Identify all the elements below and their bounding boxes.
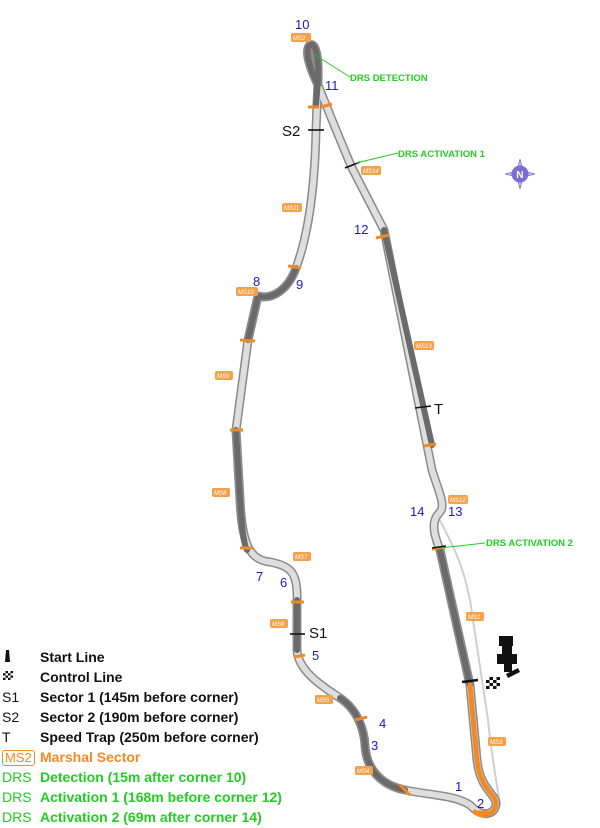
start-finish-highlight	[467, 682, 499, 818]
svg-text:MS10: MS10	[238, 290, 254, 296]
svg-text:MS13: MS13	[416, 344, 432, 350]
compass-rose-icon: N	[504, 158, 536, 190]
ms11-tag: MS11	[282, 203, 302, 212]
legend: Start Line Control Line S1 Sector 1 (145…	[0, 648, 340, 828]
sector1-mark: S1	[309, 625, 327, 642]
corner-4: 4	[379, 716, 386, 731]
legend-start-line: Start Line	[0, 648, 340, 668]
ms9-tag: MS9	[215, 371, 233, 380]
corner-12: 12	[354, 222, 368, 237]
corner-3: 3	[371, 738, 378, 753]
pit-building-icon	[497, 636, 520, 678]
chequered-flag-icon	[486, 677, 500, 689]
svg-text:MS12: MS12	[450, 498, 466, 504]
svg-text:MS8: MS8	[214, 491, 227, 497]
corner-8: 8	[253, 274, 260, 289]
marshal-sector-tags: MS1 MS2 MS3 MS4 MS5 MS6 MS7 MS8 MS9 MS10…	[212, 33, 506, 775]
drs-activation1-label: DRS ACTIVATION 1	[398, 149, 486, 160]
svg-text:MS11: MS11	[284, 206, 299, 212]
drs-activation2-label: DRS ACTIVATION 2	[486, 538, 573, 549]
ms14-tag: MS14	[361, 166, 381, 175]
corner-5: 5	[312, 648, 319, 663]
pit-lane	[439, 519, 501, 806]
legend-sector2: S2 Sector 2 (190m before corner)	[2, 709, 239, 725]
corner-7: 7	[256, 569, 263, 584]
corner-10: 10	[295, 17, 309, 32]
svg-text:MS4: MS4	[357, 769, 370, 775]
ms2-tag: MS2	[291, 33, 311, 42]
legend-drs-activation1: DRS Activation 1 (168m before corner 12)	[2, 789, 282, 805]
marshal-sector-legend-symbol: MS2	[2, 750, 35, 766]
legend-marshal-sector: MS2 Marshal Sector	[0, 748, 340, 768]
ms3-tag: MS3	[488, 737, 506, 746]
corner-6: 6	[280, 575, 287, 590]
corner-numbers: 10 11 12 9 8 14 13 7 6 5 4 3 1 2	[253, 17, 484, 811]
legend-drs-detection: DRS Detection (15m after corner 10)	[2, 769, 247, 785]
marshal-boundaries	[230, 102, 490, 814]
ms6-tag: MS6	[270, 619, 288, 628]
legend-drs-activation2: DRS Activation 2 (69m after corner 14)	[2, 809, 262, 825]
svg-text:MS1: MS1	[468, 615, 480, 621]
dark-track-segments	[233, 41, 473, 793]
ms7-tag: MS7	[293, 552, 311, 561]
corner-9: 9	[296, 277, 303, 292]
svg-text:MS14: MS14	[363, 169, 379, 175]
compass-north-label: N	[516, 170, 523, 181]
svg-text:MS2: MS2	[293, 36, 306, 42]
ms5-tag: MS5	[315, 695, 333, 704]
legend-speed-trap: T Speed Trap (250m before corner)	[2, 729, 259, 745]
svg-text:MS7: MS7	[295, 555, 308, 561]
svg-text:MS5: MS5	[317, 698, 330, 704]
corner-14: 14	[410, 504, 424, 519]
corner-2: 2	[477, 796, 484, 811]
ms8-tag: MS8	[212, 488, 230, 497]
start-line-legend-icon	[2, 649, 30, 666]
ms10-tag: MS10	[236, 287, 258, 296]
ms1-tag: MS1	[466, 612, 484, 621]
legend-control-line: Control Line	[0, 668, 340, 688]
drs-detection-label: DRS DETECTION	[350, 73, 428, 84]
drs-leaders	[314, 54, 486, 549]
legend-sector1: S1 Sector 1 (145m before corner)	[2, 689, 239, 705]
svg-text:MS3: MS3	[490, 740, 503, 746]
svg-text:MS9: MS9	[217, 374, 230, 380]
start-line-icon	[461, 678, 479, 684]
chequered-flag-legend-icon	[2, 669, 30, 686]
sector2-mark: S2	[282, 123, 300, 140]
ms4-tag: MS4	[355, 766, 373, 775]
ms12-tag: MS12	[448, 495, 468, 504]
corner-1: 1	[455, 779, 462, 794]
speed-trap-mark: T	[434, 401, 443, 418]
svg-text:MS6: MS6	[272, 622, 285, 628]
corner-13: 13	[448, 504, 462, 519]
corner-11: 11	[325, 78, 339, 93]
ms13-tag: MS13	[414, 341, 434, 350]
